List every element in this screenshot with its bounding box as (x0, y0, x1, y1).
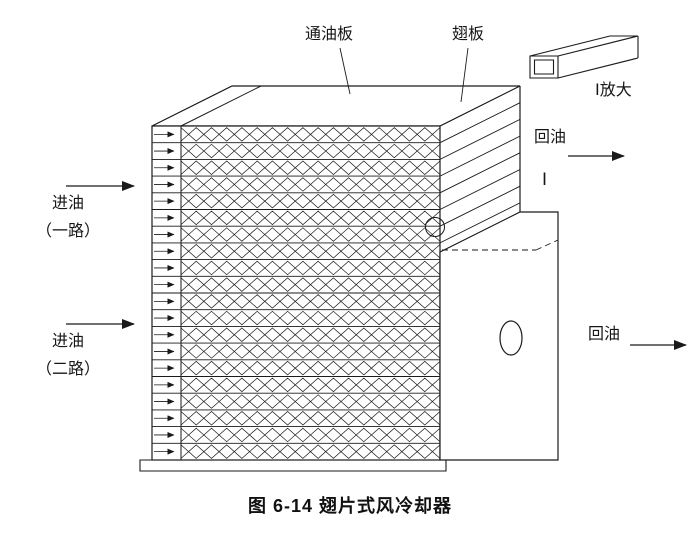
oil-inlet-1-label: 进油 (52, 195, 85, 212)
manifold-block (439, 211, 559, 461)
oil-inlet-2-label: 进油 (52, 333, 85, 350)
oil-passage-plate-label: 通油板 (305, 26, 354, 43)
fin-zigzags (180, 127, 441, 459)
top-face (151, 85, 521, 127)
figure-caption: 图 6-14 翅片式风冷却器 (247, 496, 453, 516)
oil-return-side-label: 回油 (588, 326, 621, 343)
detail-enlarged-label: Ⅰ放大 (595, 82, 632, 99)
detail-marker-circle (425, 217, 445, 237)
oil-port-hole (499, 320, 523, 356)
oil-inlet-1-path-label: （一路） (36, 223, 101, 240)
oil-passage-plate-leader (339, 47, 351, 95)
channel-inner-section (533, 59, 555, 75)
fin-plate-label: 翅板 (452, 26, 485, 43)
detail-channel-drawing (529, 35, 639, 79)
oil-return-top-label: 回油 (534, 129, 567, 146)
manifold-outline (439, 211, 559, 461)
detail-marker-label: Ⅰ (542, 170, 548, 189)
right-face-plate-edges (439, 102, 521, 244)
fin-plate-leader (460, 47, 469, 103)
air-strip-top-edge (180, 85, 262, 127)
plate-lines (152, 142, 440, 444)
oil-inlet-2-path-label: （二路） (36, 361, 101, 378)
flow-arrows (66, 151, 687, 350)
leader-lines (339, 47, 469, 103)
hidden-edge-dashed-2 (535, 239, 559, 251)
airflow-arrows (154, 131, 175, 455)
base-plate (139, 459, 447, 472)
